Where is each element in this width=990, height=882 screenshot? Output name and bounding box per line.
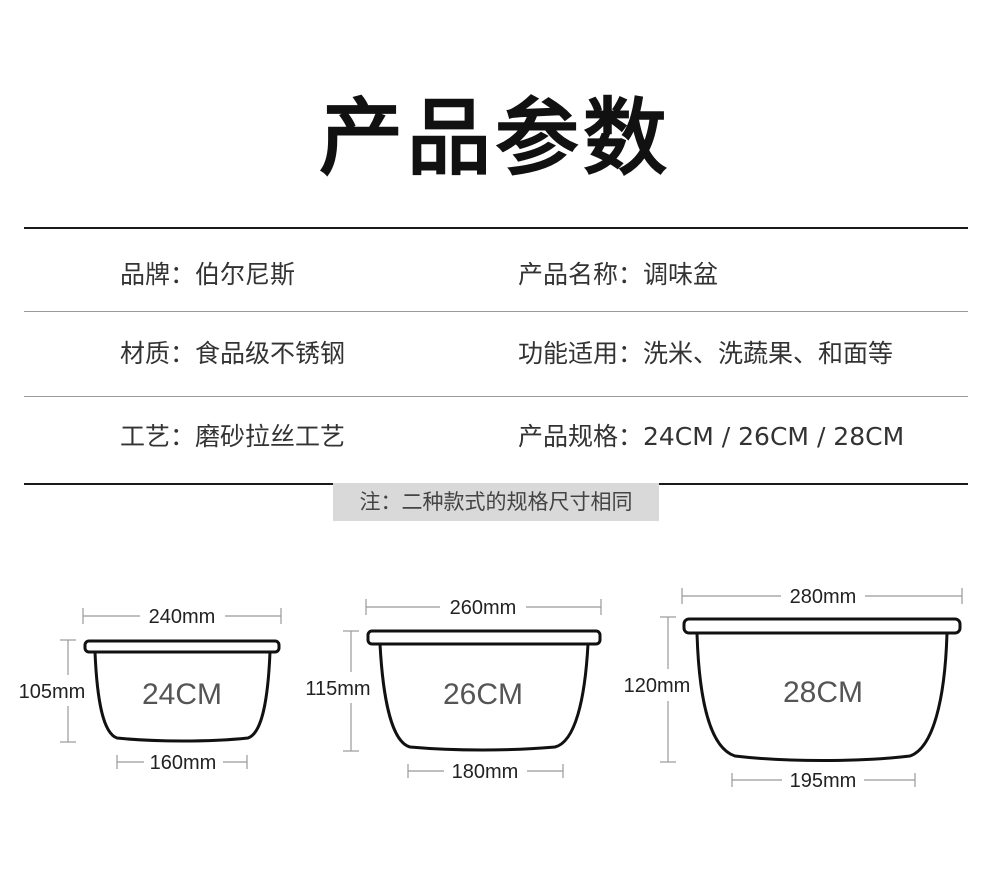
param-name: 产品名称：调味盆 [518,260,719,289]
bowl-26-top-width: 260mm [450,597,517,619]
bowl-26-bottom-width: 180mm [452,761,519,783]
bowl-26-height: 115mm [305,678,370,700]
bowl-28-top-width: 280mm [790,586,857,608]
dimension-lines [60,588,963,787]
param-spec: 产品规格：24CM / 26CM / 28CM [518,422,905,451]
bowl-28-rim [682,617,962,635]
divider-top [24,227,968,229]
bowl-26-label: 26CM [443,678,523,711]
param-function: 功能适用：洗米、洗蔬果、和面等 [518,339,894,368]
bowl-28-height: 120mm [624,675,691,697]
bowl-24-body [93,650,272,743]
bowl-24-top-width: 240mm [149,606,216,628]
param-material: 材质：食品级不锈钢 [120,339,346,368]
bowl-24-label: 24CM [142,678,222,711]
divider-row-2 [24,396,968,397]
param-brand: 品牌：伯尔尼斯 [120,260,296,289]
bowl-24-rim [83,639,281,654]
page-title: 产品参数 [318,89,671,187]
bowl-28-bottom-width: 195mm [790,770,857,792]
bowl-26-rim [366,629,602,646]
bowl-28-label: 28CM [783,676,863,709]
bowl-28-body [695,631,949,762]
bowl-24-height: 105mm [19,681,86,703]
bowl-24-bottom-width: 160mm [150,752,217,774]
divider-row-1 [24,311,968,312]
param-craft: 工艺：磨砂拉丝工艺 [120,422,346,451]
size-note: 注：二种款式的规格尺寸相同 [333,483,659,521]
bowl-26-body [378,642,590,752]
